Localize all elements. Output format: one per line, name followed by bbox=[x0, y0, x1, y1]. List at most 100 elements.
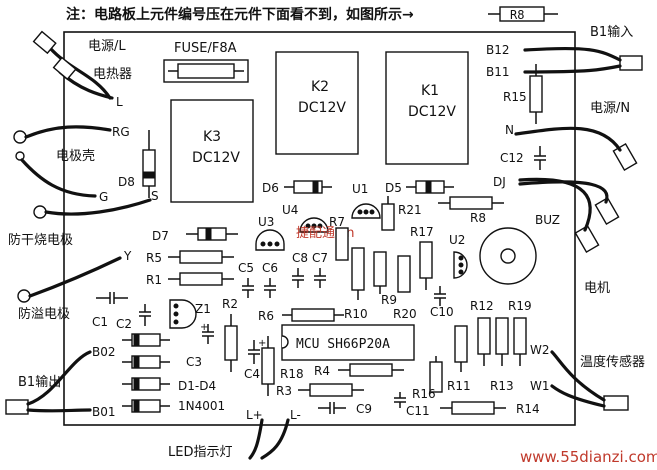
capacitor-c8: C8 bbox=[292, 251, 308, 288]
relay-k2: K2 DC12V bbox=[275, 51, 359, 155]
wire-temp-sensor: 温度传感器 W2 W1 bbox=[530, 343, 645, 411]
resistor-r6: R6 bbox=[258, 308, 344, 323]
svg-text:R12: R12 bbox=[470, 299, 494, 313]
relay-k1: K1 DC12V bbox=[385, 51, 469, 165]
svg-text:G: G bbox=[99, 190, 108, 204]
svg-text:R16: R16 bbox=[412, 387, 436, 401]
svg-text:C6: C6 bbox=[262, 261, 278, 275]
resistor-r2: R2 bbox=[222, 297, 238, 372]
diode-d7: D7 bbox=[152, 227, 238, 243]
diode-d6: D6 bbox=[262, 180, 332, 195]
svg-text:1N4001: 1N4001 bbox=[178, 399, 225, 413]
svg-text:R3: R3 bbox=[276, 384, 292, 398]
svg-text:电热器: 电热器 bbox=[93, 67, 132, 82]
svg-text:W2: W2 bbox=[530, 343, 550, 357]
wire-rg: RG bbox=[13, 125, 130, 144]
diode-d8: D8 bbox=[118, 130, 156, 198]
svg-text:C12: C12 bbox=[500, 151, 524, 165]
svg-text:R8: R8 bbox=[510, 8, 524, 22]
resistor-r16: R16 bbox=[412, 356, 443, 401]
wire-b1-out: B1输出 B02 B01 bbox=[5, 345, 116, 419]
transistor-u1: U1 bbox=[351, 182, 381, 219]
wire-shell: 电极壳 G bbox=[15, 149, 108, 204]
resistor-r4: R4 bbox=[314, 363, 404, 378]
resistor-r12: R12 bbox=[470, 299, 494, 366]
svg-text:N: N bbox=[505, 123, 514, 137]
header-example-resistor: R8 bbox=[488, 6, 558, 22]
capacitor-c11: C11 bbox=[394, 392, 430, 418]
buzzer: BUZ bbox=[479, 213, 560, 285]
svg-text:LED指示灯: LED指示灯 bbox=[168, 445, 232, 460]
svg-text:防溢电极: 防溢电极 bbox=[18, 306, 70, 322]
svg-text:R17: R17 bbox=[410, 225, 434, 239]
resistor-r3: R3 bbox=[276, 383, 364, 398]
svg-text:Z1: Z1 bbox=[195, 302, 211, 316]
fuse: FUSE/F8A bbox=[163, 41, 249, 83]
svg-text:Y: Y bbox=[123, 249, 132, 263]
svg-text:C4: C4 bbox=[244, 367, 260, 381]
svg-text:电极壳: 电极壳 bbox=[56, 149, 95, 164]
svg-text:S: S bbox=[151, 189, 159, 203]
svg-text:R6: R6 bbox=[258, 309, 274, 323]
svg-text:L-: L- bbox=[290, 408, 301, 422]
svg-text:R10: R10 bbox=[344, 307, 368, 321]
svg-text:R8: R8 bbox=[470, 211, 486, 225]
svg-text:L+: L+ bbox=[246, 408, 263, 422]
svg-text:FUSE/F8A: FUSE/F8A bbox=[174, 41, 237, 56]
header-note: 注：电路板上元件编号压在元件下面看不到，如图所示→ bbox=[66, 6, 414, 23]
capacitor-c12: C12 bbox=[500, 146, 546, 170]
svg-text:DJ: DJ bbox=[493, 175, 506, 189]
svg-text:C3: C3 bbox=[186, 355, 202, 369]
svg-text:R1: R1 bbox=[146, 273, 162, 287]
svg-text:U2: U2 bbox=[449, 233, 465, 247]
resistor-r10: R10 bbox=[344, 247, 368, 321]
svg-text:B1输入: B1输入 bbox=[590, 24, 633, 40]
capacitor-c3: + C3 bbox=[186, 322, 214, 369]
svg-text:B02: B02 bbox=[92, 345, 116, 359]
resistor-r11: R11 bbox=[447, 325, 471, 393]
svg-text:D6: D6 bbox=[262, 181, 279, 195]
svg-text:K2: K2 bbox=[311, 79, 329, 95]
resistor-r13: R13 bbox=[490, 317, 514, 393]
resistor-r17: R17 bbox=[410, 225, 434, 290]
svg-text:K3: K3 bbox=[203, 129, 221, 145]
diode-bridge-d1-d4: D1-D4 1N4001 bbox=[122, 333, 225, 413]
svg-text:R20: R20 bbox=[393, 307, 417, 321]
svg-text:D8: D8 bbox=[118, 175, 135, 189]
svg-text:U1: U1 bbox=[352, 182, 368, 196]
svg-text:R13: R13 bbox=[490, 379, 514, 393]
resistor-r15: R15 bbox=[503, 64, 543, 124]
capacitor-c10: C10 bbox=[430, 286, 454, 319]
svg-text:防干烧电极: 防干烧电极 bbox=[8, 232, 73, 248]
svg-text:R9: R9 bbox=[381, 293, 397, 307]
terminal-l: L bbox=[116, 95, 123, 109]
svg-text:W1: W1 bbox=[530, 379, 550, 393]
svg-text:C7: C7 bbox=[312, 251, 328, 265]
svg-text:R21: R21 bbox=[398, 203, 422, 217]
svg-text:R11: R11 bbox=[447, 379, 471, 393]
svg-text:D7: D7 bbox=[152, 229, 169, 243]
svg-text:R5: R5 bbox=[146, 251, 162, 265]
svg-text:C8: C8 bbox=[292, 251, 308, 265]
svg-text:C9: C9 bbox=[356, 402, 372, 416]
mcu-chip: MCU SH66P20A bbox=[281, 324, 415, 361]
svg-text:电机: 电机 bbox=[584, 281, 610, 296]
svg-text:RG: RG bbox=[112, 125, 130, 139]
svg-text:K1: K1 bbox=[421, 83, 439, 99]
svg-text:U4: U4 bbox=[282, 203, 298, 217]
wire-overflow: 防溢电极 Y bbox=[17, 249, 132, 322]
svg-text:B11: B11 bbox=[486, 65, 510, 79]
svg-text:温度传感器: 温度传感器 bbox=[580, 354, 645, 370]
wire-power-l: 电源/L bbox=[32, 30, 126, 100]
capacitor-c5: C5 bbox=[238, 261, 254, 298]
capacitor-c1: C1 bbox=[92, 292, 128, 329]
svg-text:DC12V: DC12V bbox=[408, 104, 456, 120]
svg-text:电源/L: 电源/L bbox=[88, 39, 126, 54]
wire-b1-in: B1输入 B12 B11 bbox=[486, 24, 643, 79]
svg-text:C2: C2 bbox=[116, 317, 132, 331]
resistor-r7: R7 bbox=[329, 215, 349, 261]
svg-text:R15: R15 bbox=[503, 90, 527, 104]
svg-text:R7: R7 bbox=[329, 215, 345, 229]
svg-text:DC12V: DC12V bbox=[192, 150, 240, 166]
